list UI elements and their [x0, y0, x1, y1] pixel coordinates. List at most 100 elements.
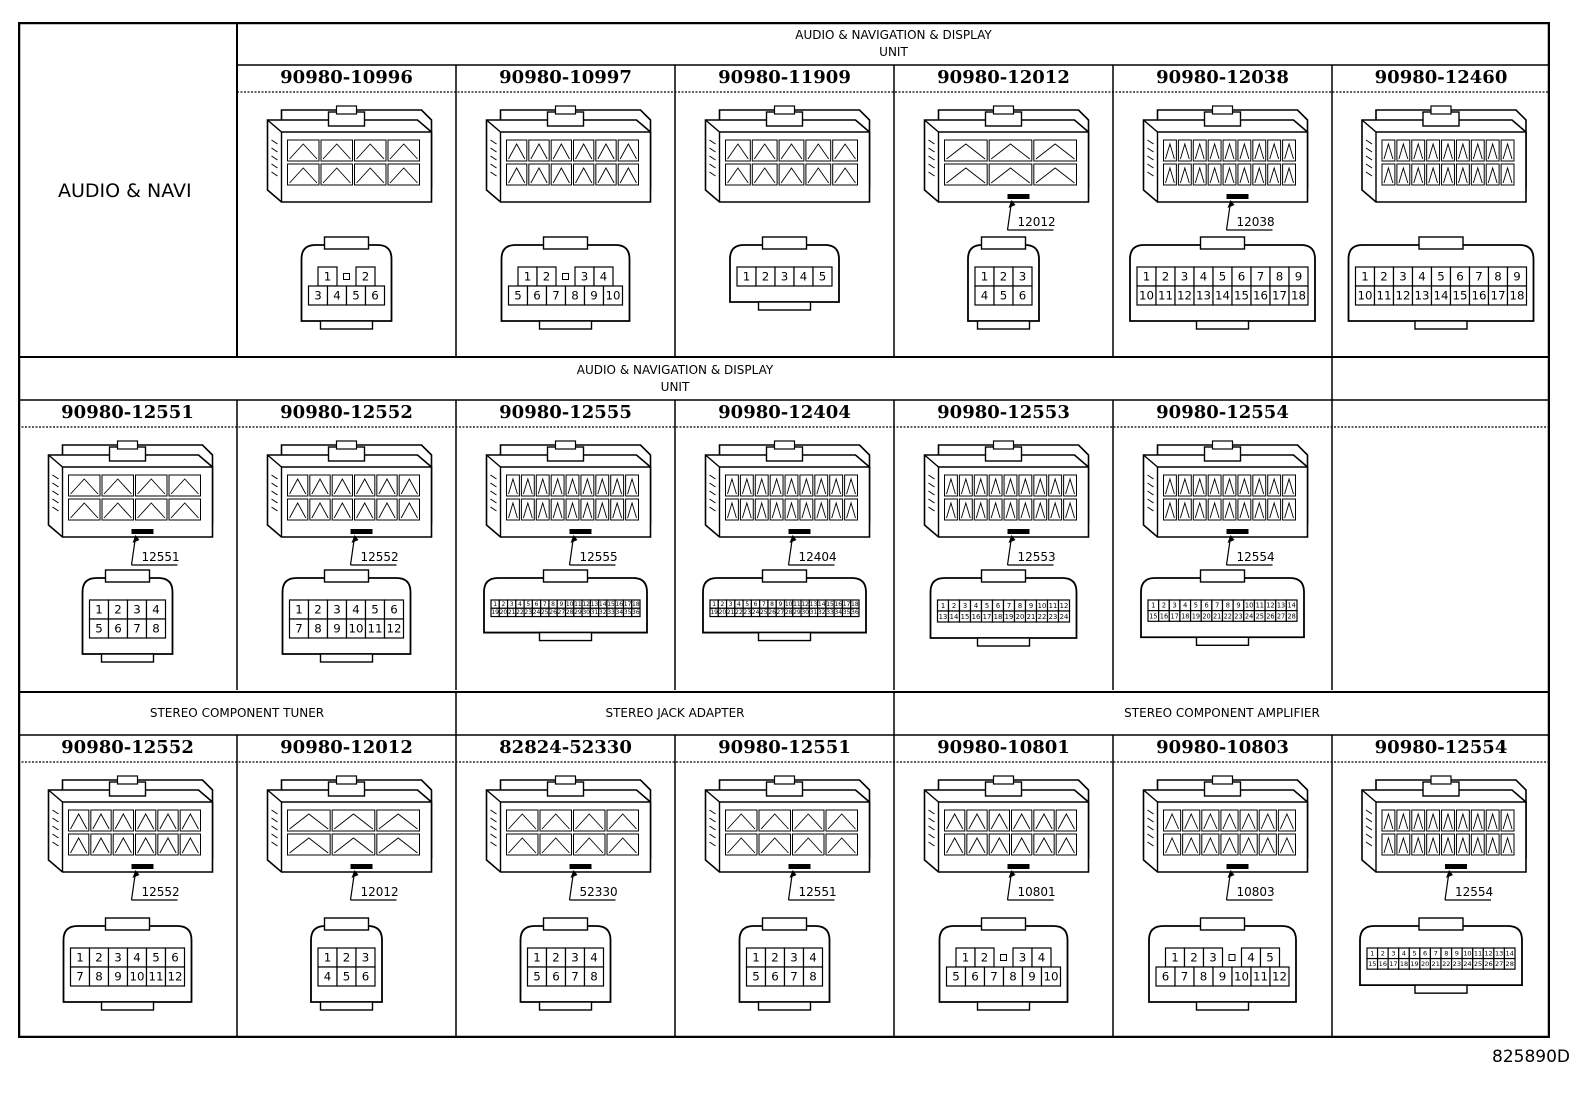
pin-number: 8	[95, 970, 103, 984]
pin-number: 12	[1177, 289, 1192, 303]
pin-number: 3	[314, 289, 322, 303]
connector-housing	[485, 105, 652, 203]
pin-number: 4	[590, 951, 598, 965]
pin-number: 4	[800, 270, 808, 284]
pin-number: 5	[352, 289, 360, 303]
section-title-tuner: STEREO COMPONENT TUNER	[149, 706, 325, 720]
connector-tag-text: 12012	[1018, 215, 1056, 229]
connector-tag-text: 12554	[1237, 550, 1275, 564]
pin-number: 11	[793, 601, 801, 608]
connector-tag: 12012	[1006, 200, 1056, 231]
pin-number: 3	[1209, 951, 1217, 965]
pin-number: 6	[1019, 289, 1027, 303]
pin-number: 11	[1474, 950, 1482, 958]
pin-number: 6	[390, 603, 398, 617]
pin-number: 1	[1171, 951, 1179, 965]
part-number: 90980-12555	[499, 402, 632, 423]
pin-number: 22	[1224, 612, 1232, 620]
connector-tag-text: 12551	[142, 550, 180, 564]
pin-number: 7	[1181, 970, 1189, 984]
pin-number: 5	[526, 601, 530, 608]
pin-number: 11	[149, 970, 164, 984]
pin-number: 6	[1238, 270, 1246, 284]
pin-number: 3	[362, 951, 370, 965]
pin-number: 8	[551, 601, 555, 608]
pin-number: 7	[1215, 602, 1219, 610]
pin-number: 4	[324, 970, 332, 984]
pin-number: 14	[950, 613, 959, 621]
pin-number: 21	[1432, 960, 1440, 968]
pin-number: 18	[851, 601, 859, 608]
pin-number: 7	[295, 622, 303, 636]
pin-number: 6	[754, 601, 758, 608]
part-number: 90980-12012	[937, 67, 1070, 88]
pin-number: 10	[1463, 950, 1471, 958]
pin-number: 5	[1194, 602, 1198, 610]
pin-number: 12	[1272, 970, 1287, 984]
pin-number: 9	[1513, 270, 1521, 284]
pin-number: 15	[1149, 612, 1157, 620]
pin-number: 9	[114, 970, 122, 984]
pin-number: 8	[152, 622, 160, 636]
pin-number: 11	[574, 601, 582, 608]
pin-number: 9	[1029, 602, 1033, 610]
pin-number: 3	[1391, 950, 1395, 958]
pin-number: 5	[533, 970, 541, 984]
pin-number: 6	[996, 602, 1000, 610]
pin-number: 3	[1181, 270, 1189, 284]
pin-number: 5	[1000, 289, 1008, 303]
pin-number: 4	[518, 601, 522, 608]
pin-number: 14	[818, 601, 826, 608]
pin-number: 27	[777, 609, 785, 616]
pin-number: 24	[1060, 613, 1069, 621]
pin-number: 5	[985, 602, 989, 610]
pin-number: 2	[952, 602, 956, 610]
pin-number: 1	[981, 270, 989, 284]
pin-number: 2	[502, 601, 506, 608]
connector-tag: 12404	[787, 535, 837, 566]
pin-number: 14	[1434, 289, 1449, 303]
pin-number: 2	[362, 270, 370, 284]
pin-number: 5	[1437, 270, 1445, 284]
pin-number: 36	[632, 609, 640, 616]
pin-number: 10	[566, 601, 574, 608]
pin-number: 7	[1007, 602, 1011, 610]
pin-number: 8	[1009, 970, 1017, 984]
pin-number: 8	[809, 970, 817, 984]
pin-number: 29	[574, 609, 582, 616]
pin-number: 1	[1151, 602, 1155, 610]
part-number: 90980-12551	[61, 402, 194, 423]
pin-number: 1	[324, 951, 332, 965]
part-number: 90980-10801	[937, 737, 1070, 758]
connector-housing	[704, 440, 871, 538]
pin-number: 1	[1370, 950, 1374, 958]
section-title-amplifier: STEREO COMPONENT AMPLIFIER	[1124, 706, 1320, 720]
pin-number: 8	[1276, 270, 1284, 284]
connector-tag-text: 12404	[799, 550, 837, 564]
connector-tag: 12554	[1225, 535, 1275, 566]
pin-number: 5	[1412, 950, 1416, 958]
part-number: 90980-12552	[280, 402, 413, 423]
connector-housing	[1361, 775, 1527, 873]
pin-number: 2	[114, 603, 122, 617]
pin-number: 35	[843, 609, 851, 616]
pin-number: 6	[171, 951, 179, 965]
pin-number: 25	[1474, 960, 1482, 968]
pin-number: 6	[371, 289, 379, 303]
connector-housing	[704, 105, 871, 203]
pin-number: 15	[826, 601, 834, 608]
connector-tag: 12552	[130, 870, 180, 901]
pin-number: 2	[95, 951, 103, 965]
pin-number: 12	[387, 622, 402, 636]
pin-number: 10	[1358, 289, 1373, 303]
pin-number: 22	[735, 609, 743, 616]
